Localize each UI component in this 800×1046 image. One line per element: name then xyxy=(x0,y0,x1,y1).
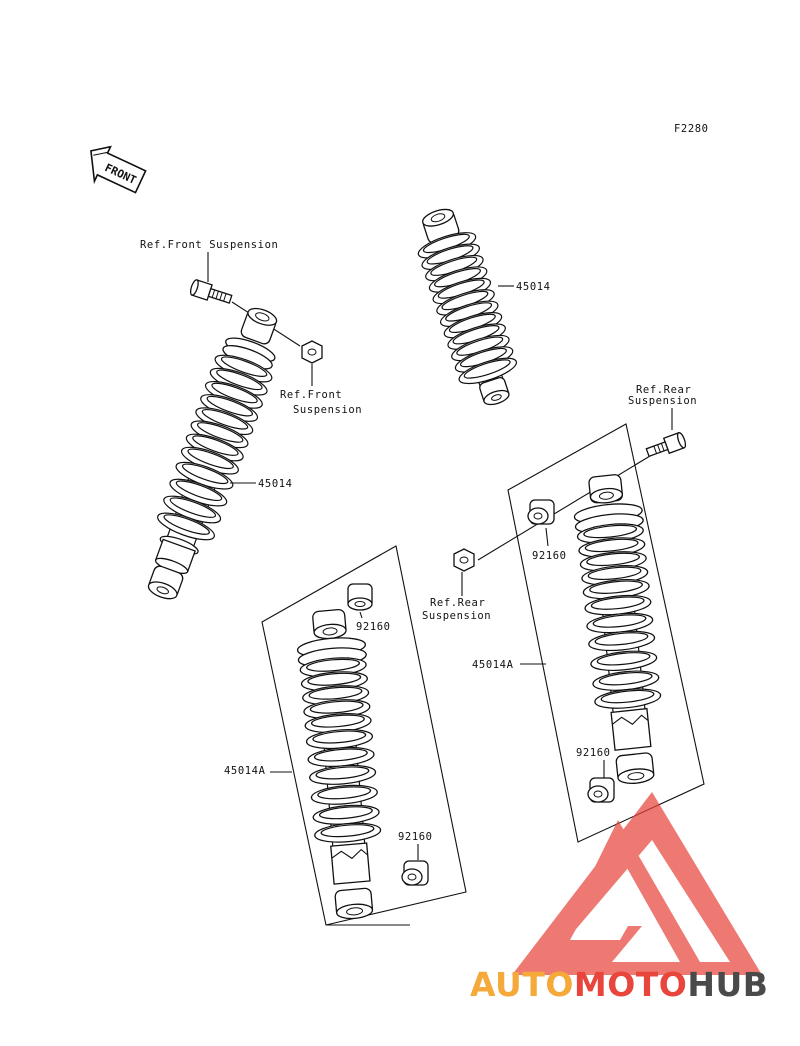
assembly-frame-bottom xyxy=(261,545,467,926)
ref-rear-suspension-top-1: Ref.Rear xyxy=(636,384,691,396)
ref-rear-suspension-mid-1: Ref.Rear xyxy=(430,597,485,609)
part-number-92160-right-upper: 92160 xyxy=(532,550,567,562)
bushing-icon xyxy=(401,860,429,886)
watermark-hub: HUB xyxy=(687,965,768,1004)
leader-line xyxy=(359,611,363,619)
part-number-92160-bottom-upper: 92160 xyxy=(356,621,391,633)
part-number-92160-right-lower: 92160 xyxy=(576,747,611,759)
ref-rear-suspension-mid-2: Suspension xyxy=(422,610,491,622)
watermark-auto: AUTO xyxy=(470,965,574,1004)
ref-front-suspension-mid-1: Ref.Front xyxy=(280,389,342,401)
bolt-icon xyxy=(189,279,233,304)
watermark-logo xyxy=(512,792,762,975)
ref-front-suspension-mid-2: Suspension xyxy=(293,404,362,416)
ref-front-suspension-top: Ref.Front Suspension xyxy=(140,239,278,251)
shock-absorber-right xyxy=(573,474,663,785)
bushing-icon xyxy=(527,499,555,525)
bushing-icon xyxy=(347,583,373,611)
figure-code: F2280 xyxy=(674,123,709,135)
part-number-45014-left: 45014 xyxy=(258,478,293,490)
shock-absorber-top xyxy=(415,208,520,406)
shock-absorber-bottom xyxy=(296,608,382,920)
nut-icon xyxy=(301,340,323,364)
part-number-45014A-right: 45014A xyxy=(472,659,514,671)
watermark-moto: MOTO xyxy=(574,965,687,1004)
leader-line xyxy=(545,527,549,547)
watermark-text: AUTOMOTOHUB xyxy=(470,965,768,1004)
bushing-icon xyxy=(587,777,615,803)
front-arrow-icon: FRONT xyxy=(90,145,147,194)
part-number-45014A-bottom: 45014A xyxy=(224,765,266,777)
shock-absorber-left xyxy=(147,307,278,600)
part-number-92160-bottom-lower: 92160 xyxy=(398,831,433,843)
nut-icon xyxy=(453,548,475,572)
bolt-icon xyxy=(645,431,687,458)
part-number-45014-top: 45014 xyxy=(516,281,551,293)
leader-line xyxy=(477,455,651,561)
ref-rear-suspension-top-2: Suspension xyxy=(628,395,697,407)
assembly-frame-right xyxy=(507,423,705,843)
